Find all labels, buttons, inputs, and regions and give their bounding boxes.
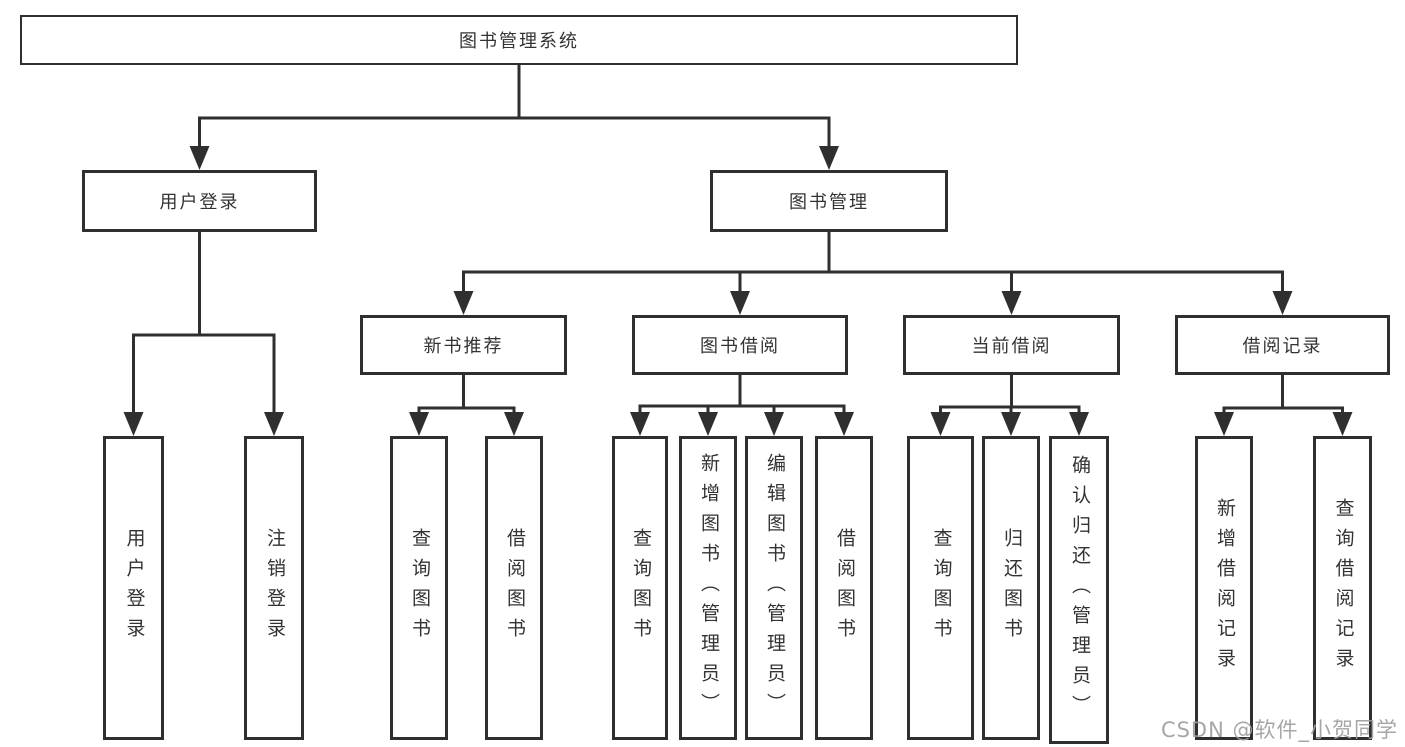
leaf-logout-login: 注销登录 bbox=[244, 436, 304, 740]
arrow-down-icon bbox=[630, 412, 650, 436]
arrow-down-icon bbox=[1332, 412, 1353, 436]
leaf-borrow-book: 借阅图书 bbox=[815, 436, 873, 740]
arrow-down-icon bbox=[834, 412, 854, 436]
leaf-recommend-borrow-book: 借阅图书 bbox=[485, 436, 543, 740]
node-library-system: 图书管理系统 bbox=[20, 15, 1018, 65]
arrow-down-icon bbox=[1214, 412, 1234, 436]
arrow-down-icon bbox=[1069, 412, 1089, 436]
connector-new-book-recommend bbox=[409, 373, 524, 436]
node-label: 注销登录 bbox=[263, 528, 286, 648]
leaf-user-login: 用户登录 bbox=[103, 436, 164, 740]
arrow-down-icon bbox=[1272, 291, 1293, 315]
node-current-borrow: 当前借阅 bbox=[903, 315, 1120, 375]
node-label: 归还图书 bbox=[1000, 528, 1023, 648]
node-label: 查询图书 bbox=[629, 528, 652, 648]
node-label: 借阅图书 bbox=[833, 528, 856, 648]
node-label: 借阅图书 bbox=[503, 528, 526, 648]
watermark: CSDN @软件_小贺同学 bbox=[1160, 718, 1398, 742]
connector-borrow-records bbox=[1214, 373, 1353, 436]
node-label: 图书管理系统 bbox=[459, 31, 579, 52]
arrow-down-icon bbox=[123, 412, 144, 436]
leaf-edit-book-admin: 编辑图书（管理员） bbox=[745, 436, 803, 740]
arrow-down-icon bbox=[264, 412, 284, 436]
node-new-book-recommend: 新书推荐 bbox=[360, 315, 567, 375]
node-label: 借阅记录 bbox=[1242, 336, 1323, 357]
arrow-down-icon bbox=[504, 412, 524, 436]
node-label: 新增图书（管理员） bbox=[697, 453, 720, 723]
arrow-down-icon bbox=[1001, 412, 1021, 436]
leaf-current-query-book: 查询图书 bbox=[907, 436, 974, 740]
node-label: 当前借阅 bbox=[971, 336, 1052, 357]
leaf-add-book-admin: 新增图书（管理员） bbox=[679, 436, 737, 740]
connector-book-borrow bbox=[630, 373, 854, 436]
node-label: 用户登录 bbox=[123, 528, 146, 648]
node-label: 图书管理 bbox=[789, 192, 869, 213]
node-borrow-records: 借阅记录 bbox=[1175, 315, 1390, 375]
arrow-down-icon bbox=[189, 146, 210, 170]
node-label: 查询图书 bbox=[930, 528, 953, 648]
node-label: 编辑图书（管理员） bbox=[763, 453, 786, 723]
arrow-down-icon bbox=[409, 412, 429, 436]
leaf-borrow-query-book: 查询图书 bbox=[612, 436, 668, 740]
node-label: 新增借阅记录 bbox=[1213, 498, 1236, 678]
node-label: 图书借阅 bbox=[700, 336, 780, 357]
arrow-down-icon bbox=[764, 412, 784, 436]
connector-user-login bbox=[123, 230, 284, 436]
arrow-down-icon bbox=[698, 412, 718, 436]
node-book-management: 图书管理 bbox=[710, 170, 948, 232]
arrow-down-icon bbox=[453, 291, 474, 315]
node-label: 确认归还（管理员） bbox=[1068, 455, 1091, 725]
arrow-down-icon bbox=[930, 412, 951, 436]
node-book-borrow: 图书借阅 bbox=[632, 315, 848, 375]
connector-book-management bbox=[453, 230, 1293, 315]
leaf-return-book: 归还图书 bbox=[982, 436, 1040, 740]
arrow-down-icon bbox=[1001, 291, 1022, 315]
arrow-down-icon bbox=[819, 146, 839, 170]
node-label: 查询借阅记录 bbox=[1332, 498, 1355, 678]
leaf-confirm-return-admin: 确认归还（管理员） bbox=[1049, 436, 1109, 744]
leaf-add-borrow-record: 新增借阅记录 bbox=[1195, 436, 1253, 740]
node-label: 用户登录 bbox=[159, 192, 240, 213]
arrow-down-icon bbox=[730, 291, 750, 315]
connector-current-borrow bbox=[930, 373, 1089, 436]
node-user-login: 用户登录 bbox=[82, 170, 317, 232]
leaf-recommend-query-book: 查询图书 bbox=[390, 436, 448, 740]
node-label: 查询图书 bbox=[408, 528, 431, 648]
node-label: 新书推荐 bbox=[423, 336, 504, 357]
leaf-query-borrow-record: 查询借阅记录 bbox=[1313, 436, 1372, 740]
connector-root bbox=[189, 63, 839, 170]
